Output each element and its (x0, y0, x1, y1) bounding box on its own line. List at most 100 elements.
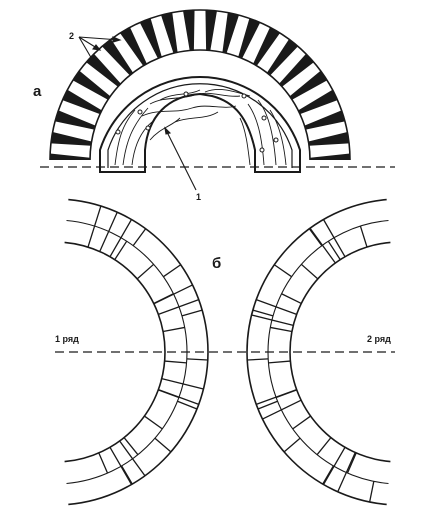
mortar-joint (120, 27, 147, 66)
mortar-joint (266, 39, 298, 76)
mortar-joint (62, 89, 102, 115)
header-brick-edge (251, 314, 294, 327)
brick-joint (292, 415, 311, 430)
callout-leaders (78, 36, 197, 191)
mortar-joint (253, 27, 280, 66)
brick-joint (346, 452, 357, 474)
wood-grain-line (141, 105, 237, 117)
mortar-joint (50, 131, 92, 146)
brick-joint (132, 228, 147, 247)
brick-joint (252, 309, 274, 317)
panel-a-arch-on-centering: а 2 1 (33, 9, 395, 202)
mortar-joint (279, 53, 314, 87)
mortar-joint (309, 153, 350, 160)
centering-inner-rim (107, 83, 293, 168)
brick-joint (181, 309, 203, 317)
header-brick-edge (309, 227, 336, 264)
ring-inner-edge (289, 241, 391, 463)
header-brick-edge (322, 219, 346, 258)
wood-grain-line (174, 111, 219, 123)
wood-grain-line (247, 103, 265, 166)
brick-joint (322, 465, 334, 485)
brick-joint (136, 263, 155, 280)
brick-joint (369, 481, 375, 503)
header-brick-edge (262, 399, 302, 420)
wood-grain-line (131, 121, 153, 166)
header-brick-edge (99, 211, 118, 252)
mortar-joint (238, 18, 261, 59)
mortar-joint (304, 110, 345, 130)
brick-joint (87, 225, 96, 248)
nail-mark (137, 109, 143, 115)
callout-form-label: 1 (196, 192, 201, 202)
brick-joint (270, 326, 293, 333)
mortar-joint (308, 131, 350, 146)
nail-mark (115, 129, 121, 135)
brick-joint (164, 360, 187, 364)
brick-joint (247, 358, 269, 361)
brick-joint (144, 415, 163, 430)
brick-joint (327, 240, 341, 261)
brick-joint (300, 263, 319, 280)
header-brick-edge (161, 377, 204, 390)
nail-mark (259, 147, 265, 153)
panel-a-label: а (33, 83, 42, 100)
brick-joint (273, 264, 292, 278)
mortar-joint (222, 12, 239, 54)
wood-grain-line (159, 89, 201, 101)
brick-joint (163, 264, 182, 278)
nail-mark (241, 93, 247, 99)
wood-grain-line (204, 89, 251, 97)
header-brick-edge (337, 452, 356, 493)
mortar-joint (298, 89, 338, 115)
brick-joint (283, 437, 301, 453)
header-brick-edge (158, 299, 199, 315)
mortar-joint (161, 12, 178, 54)
header-brick-edge (119, 440, 146, 477)
mortar-joint (139, 18, 162, 59)
brick-joint (177, 400, 198, 410)
brick-joint (154, 437, 172, 453)
mortar-joint (102, 39, 134, 76)
brick-joint (114, 240, 128, 261)
brick-joint (186, 358, 208, 361)
mortar-joint (72, 70, 111, 100)
nail-mark (261, 115, 267, 121)
mortar-joint (205, 10, 217, 51)
wood-grain-line (239, 117, 251, 166)
header-brick-edge (109, 446, 133, 485)
brick-joint (121, 465, 133, 485)
wood-grain-line (149, 117, 181, 141)
arch-voussoir-bricks (49, 9, 351, 161)
header-brick-edge (158, 389, 199, 405)
brick-joint (162, 326, 185, 333)
brick-joint (268, 360, 291, 364)
wood-grain-line (122, 107, 149, 166)
row1-label: 1 ряд (55, 334, 79, 344)
arch-intrados (89, 49, 311, 161)
mortar-joint (55, 110, 96, 130)
brick-joint (123, 437, 139, 456)
ring-outer-edge (246, 198, 387, 506)
wood-grain-line (257, 99, 277, 166)
header-brick-edge (256, 389, 297, 405)
brick-joint (98, 452, 109, 474)
wooden-centering-form (99, 76, 301, 173)
header-brick-edge (256, 299, 297, 315)
mortar-joint (289, 70, 328, 100)
callout-bricks-label: 2 (69, 31, 74, 41)
brick-joint (316, 437, 332, 456)
header-brick-edge (153, 284, 193, 305)
wood-grain-line (269, 109, 287, 166)
brick-joint (257, 400, 278, 410)
panel-b-brick-rings: б 1 ряд 2 ряд (55, 198, 395, 506)
ring-inner-edge (64, 241, 166, 463)
mortar-joint (50, 153, 91, 160)
wood-grain-line (149, 92, 241, 105)
brick-joint (281, 293, 302, 305)
header-brick-edge (322, 446, 346, 485)
brick-joint (93, 205, 102, 227)
header-brick-edge (109, 219, 133, 258)
panel-b-label: б (212, 255, 221, 272)
